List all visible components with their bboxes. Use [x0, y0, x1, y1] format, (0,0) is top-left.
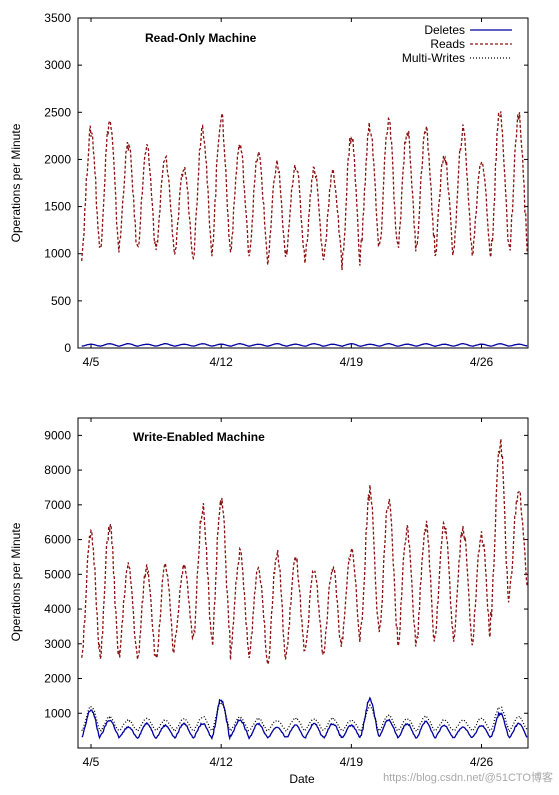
- y-tick-label: 2000: [44, 152, 71, 166]
- y-tick-label: 3000: [44, 637, 71, 651]
- y-tick-label: 6000: [44, 533, 71, 547]
- y-tick-label: 500: [51, 294, 71, 308]
- y-tick-label: 5000: [44, 567, 71, 581]
- y-axis-label-top: Operations per Minute: [9, 123, 23, 242]
- series-group-top: [81, 111, 528, 347]
- legend-label-reads: Reads: [430, 37, 465, 51]
- x-tick-label: 4/19: [340, 755, 364, 769]
- y-tick-label: 7000: [44, 498, 71, 512]
- legend-label-deletes: Deletes: [424, 23, 465, 37]
- series-line-deletes-bottom: [81, 696, 528, 741]
- watermark: https://blog.csdn.net/@51CTO博客: [383, 770, 553, 784]
- x-axis-ticks-top: 4/5 4/12 4/19 4/26: [83, 18, 494, 369]
- x-tick-label: 4/26: [470, 755, 494, 769]
- x-tick-label: 4/5: [83, 755, 100, 769]
- y-tick-label: 2500: [44, 105, 71, 119]
- y-tick-label: 4000: [44, 602, 71, 616]
- x-tick-label: 4/5: [83, 355, 100, 369]
- series-line-deletes-top: [81, 342, 528, 347]
- y-axis-label-bottom: Operations per Minute: [9, 522, 23, 641]
- x-tick-label: 4/19: [340, 355, 364, 369]
- y-tick-label: 1000: [44, 247, 71, 261]
- chart-read-only: 0 500 1000 1500 2000 2500 3000 3500 4/5 4/12 4/19…: [9, 11, 529, 369]
- series-group-bottom: [81, 438, 528, 741]
- plot-frame-top: [77, 17, 529, 349]
- x-axis-label-bottom: Date: [289, 772, 315, 786]
- y-tick-label: 1500: [44, 200, 71, 214]
- legend-label-multi-writes: Multi-Writes: [402, 51, 465, 65]
- chart-write-enabled: 1000 2000 3000 4000 5000 6000 7000 8000 9000 4/5…: [9, 417, 529, 786]
- x-tick-label: 4/12: [210, 355, 234, 369]
- y-tick-label: 9000: [44, 428, 71, 442]
- y-tick-label: 1000: [44, 706, 71, 720]
- x-axis-ticks-bottom: 4/5 4/12 4/19 4/26: [83, 418, 494, 769]
- series-line-reads-bottom: [81, 438, 528, 667]
- series-line-multi-writes-bottom: [81, 701, 528, 733]
- chart-title-bottom: Write-Enabled Machine: [133, 430, 265, 444]
- chart-title-top: Read-Only Machine: [145, 31, 257, 45]
- plot-frame-bottom: [77, 417, 529, 749]
- y-tick-label: 3000: [44, 58, 71, 72]
- y-tick-label: 3500: [44, 11, 71, 25]
- y-axis-ticks-top: 0 500 1000 1500 2000 2500 3000 3500: [44, 11, 528, 355]
- y-tick-label: 0: [64, 341, 71, 355]
- y-axis-ticks-bottom: 1000 2000 3000 4000 5000 6000 7000 8000 9000: [44, 428, 528, 720]
- x-tick-label: 4/26: [470, 355, 494, 369]
- x-tick-label: 4/12: [210, 755, 234, 769]
- y-tick-label: 2000: [44, 672, 71, 686]
- legend: Deletes Reads Multi-Writes: [402, 23, 512, 65]
- y-tick-label: 8000: [44, 463, 71, 477]
- series-line-reads-top: [81, 111, 528, 271]
